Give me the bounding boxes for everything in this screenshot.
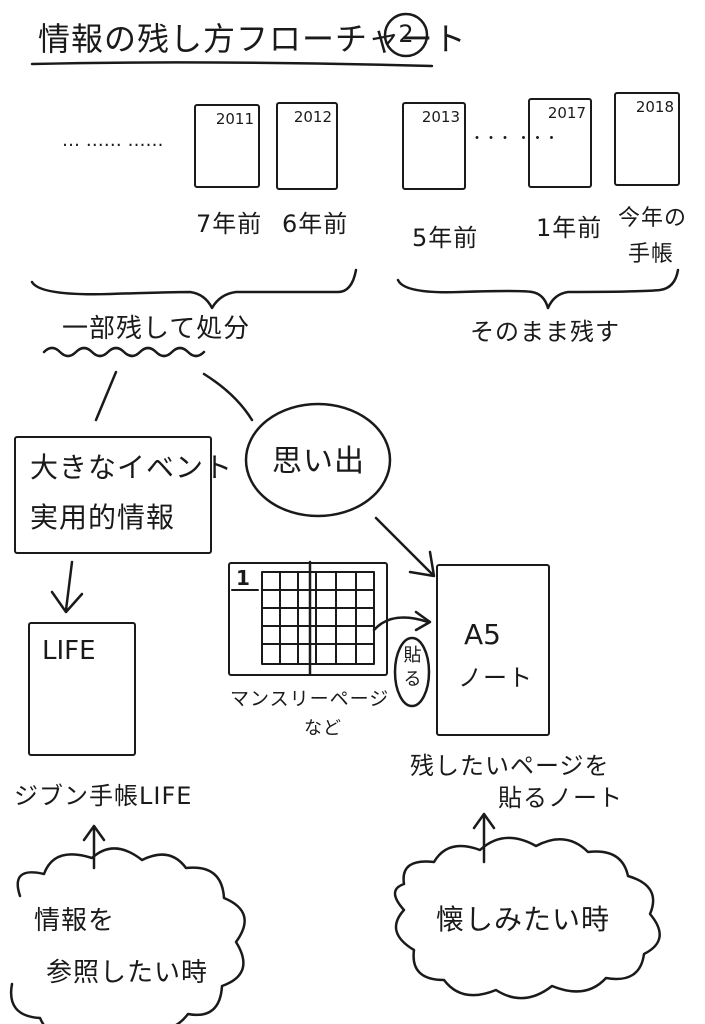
planner-2017: 2017	[528, 98, 592, 188]
monthly-caption-line2: など	[304, 718, 342, 739]
label-7-years-ago: 7年前	[196, 210, 263, 238]
label-this-year-line1: 今年の	[618, 206, 688, 231]
life-planner: LIFE	[28, 622, 136, 756]
planner-2011: 2011	[194, 104, 260, 188]
life-caption: ジブン手帳LIFE	[14, 782, 193, 810]
life-planner-label: LIFE	[42, 636, 96, 666]
paste-label: 貼る	[403, 645, 423, 690]
planner-2018: 2018	[614, 92, 680, 186]
arrow-paste	[372, 616, 430, 632]
arrow-to-a5	[374, 516, 434, 576]
title-number: 2	[398, 20, 414, 48]
info-box-line2: 実用的情報	[30, 501, 176, 534]
planner-2013: 2013	[402, 102, 466, 190]
right-brace	[396, 268, 680, 310]
planner-year: 2011	[215, 110, 254, 128]
arrow-to-a5-head	[408, 550, 436, 578]
title-underline	[30, 61, 434, 68]
memories-label: 思い出	[272, 444, 365, 479]
branch-partial-dispose: 一部残して処分	[62, 314, 251, 344]
page-title: 情報の残し方フローチャート	[38, 20, 467, 58]
arrow-up-left-head	[82, 824, 106, 842]
planner-year: 2018	[635, 98, 674, 116]
wavy-underline	[42, 346, 206, 358]
timeline-dots-left: … …… ……	[62, 130, 164, 151]
label-1-year-ago: 1年前	[536, 214, 603, 242]
arrow-paste-head	[414, 610, 432, 632]
branch-keep-as-is: そのまま残す	[470, 318, 620, 346]
info-box: 大きなイベント 実用的情報	[14, 436, 232, 554]
planner-year: 2017	[547, 104, 586, 122]
label-this-year-line2: 手帳	[628, 242, 675, 267]
monthly-caption-line1: マンスリーページ	[230, 688, 390, 710]
cloud-left-line2: 参照したい時	[46, 958, 209, 988]
arrow-to-life-head	[50, 590, 84, 614]
monthly-grid	[231, 560, 375, 676]
planner-year: 2013	[421, 108, 460, 126]
monthly-number: 1	[236, 566, 250, 590]
paste-oval	[393, 636, 431, 708]
a5-notebook-size: A5	[464, 618, 501, 651]
cloud-left	[9, 847, 246, 1024]
timeline-dots-mid: ・・・ ・・・	[470, 131, 559, 147]
a5-notebook-label: ノート	[458, 664, 533, 692]
title-number-circle	[383, 12, 429, 58]
arrow-to-life	[64, 560, 74, 612]
branch-right-line	[202, 372, 254, 422]
monthly-page-spread	[228, 562, 388, 676]
a5-caption-line2: 貼るノート	[498, 784, 623, 812]
branch-left-line	[94, 370, 118, 422]
cloud-left-line1: 情報を	[34, 906, 116, 936]
info-box-line1: 大きなイベント	[30, 451, 234, 484]
arrow-up-right-head	[472, 812, 496, 830]
a5-notebook: A5 ノート	[436, 564, 550, 736]
cloud-right	[393, 836, 661, 1000]
a5-caption-line1: 残したいページを	[410, 752, 610, 780]
planner-year: 2012	[293, 108, 332, 126]
left-brace	[30, 268, 358, 310]
planner-2012: 2012	[276, 102, 338, 190]
memories-ellipse	[244, 402, 392, 518]
label-6-years-ago: 6年前	[282, 210, 349, 238]
label-5-years-ago: 5年前	[412, 224, 479, 252]
cloud-right-text: 懐しみたい時	[436, 903, 611, 936]
